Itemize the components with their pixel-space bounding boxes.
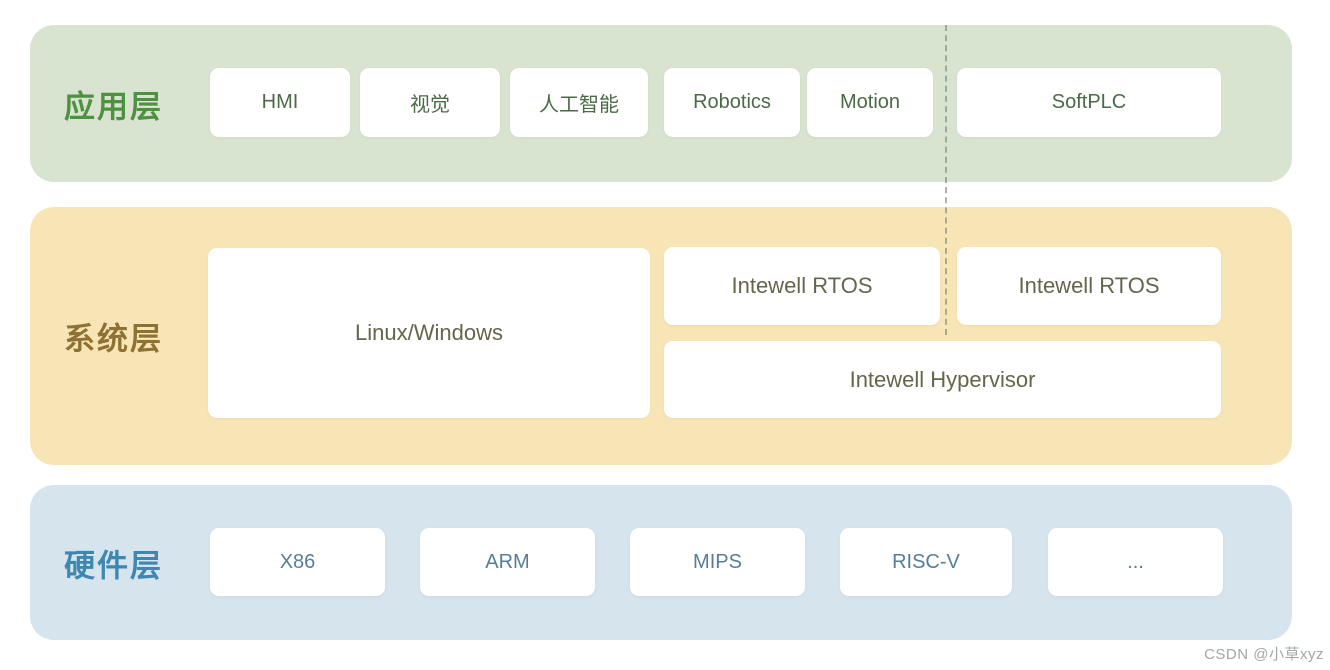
application-layer-panel: 应用层 HMI 视觉 人工智能 Robotics Motion SoftPLC [30, 25, 1292, 182]
hw-box-x86: X86 [210, 528, 385, 596]
app-box-softplc: SoftPLC [957, 68, 1221, 137]
dashed-divider [945, 25, 947, 335]
application-layer-label: 应用层 [64, 89, 163, 124]
sys-box-linux-windows: Linux/Windows [208, 248, 650, 418]
hw-box-ellipsis: ... [1048, 528, 1223, 596]
hardware-layer-label: 硬件层 [64, 548, 163, 583]
app-box-hmi-label: HMI [261, 91, 299, 113]
watermark: CSDN @小草xyz [1204, 646, 1324, 663]
hw-box-risc-v-label: RISC-V [892, 550, 960, 573]
hw-box-x86-label: X86 [279, 550, 316, 573]
sys-box-intewell-rtos-right-label: Intewell RTOS [1018, 273, 1160, 298]
hardware-layer-panel: 硬件层 X86 ARM MIPS RISC-V ... [30, 485, 1292, 640]
app-box-vision: 视觉 [360, 68, 500, 137]
sys-box-intewell-rtos-left-label: Intewell RTOS [731, 273, 873, 298]
app-box-softplc-label: SoftPLC [1051, 91, 1127, 113]
hw-box-arm: ARM [420, 528, 595, 596]
system-layer-panel: 系统层 Linux/Windows Intewell RTOS Intewell… [30, 207, 1292, 465]
sys-box-intewell-rtos-right: Intewell RTOS [957, 247, 1221, 325]
app-box-ai: 人工智能 [510, 68, 648, 137]
sys-box-linux-windows-label: Linux/Windows [355, 320, 503, 345]
app-box-robotics-label: Robotics [693, 91, 771, 113]
hw-box-ellipsis-label: ... [1127, 550, 1144, 573]
system-layer-label: 系统层 [64, 321, 163, 357]
sys-box-intewell-hypervisor: Intewell Hypervisor [664, 341, 1221, 418]
hw-box-mips: MIPS [630, 528, 805, 596]
sys-box-intewell-hypervisor-label: Intewell Hypervisor [849, 366, 1036, 392]
app-box-motion: Motion [807, 68, 933, 137]
app-box-vision-label: 视觉 [410, 94, 450, 116]
app-box-motion-label: Motion [839, 91, 901, 113]
sys-box-intewell-rtos-left: Intewell RTOS [664, 247, 940, 325]
hw-box-arm-label: ARM [485, 550, 530, 573]
app-box-robotics: Robotics [664, 68, 800, 137]
app-box-hmi: HMI [210, 68, 350, 137]
hw-box-mips-label: MIPS [693, 550, 742, 573]
app-box-ai-label: 人工智能 [539, 94, 619, 116]
hw-box-risc-v: RISC-V [840, 528, 1012, 596]
